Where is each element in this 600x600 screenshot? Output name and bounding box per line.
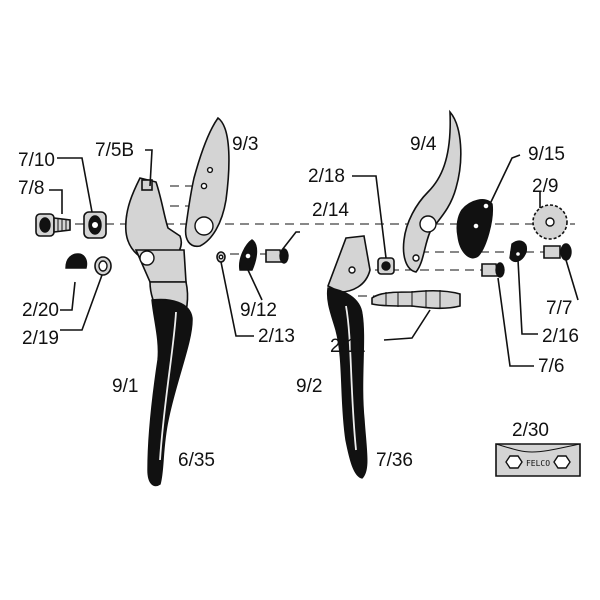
label-9-3: 9/3 (232, 134, 258, 155)
label-7-36: 7/36 (376, 450, 413, 471)
label-9-4: 9/4 (410, 134, 437, 155)
screw-2-14 (265, 248, 289, 264)
label-7-5b: 7/5B (95, 140, 134, 161)
part-labels: 7/10 7/8 7/5B 9/3 2/14 2/18 9/4 9/15 2/9… (18, 134, 579, 471)
tool-brand-mark: FELCO (526, 459, 550, 468)
cap-2-20 (65, 253, 88, 269)
wrench-2-30 (495, 443, 581, 477)
right-handle-9-2 (326, 235, 371, 479)
label-2-18: 2/18 (308, 166, 345, 187)
label-9-2: 9/2 (296, 376, 322, 397)
label-9-1: 9/1 (112, 376, 138, 397)
leader-lines (49, 149, 579, 367)
label-2-9: 2/9 (532, 176, 558, 197)
nut-2-18 (377, 257, 395, 275)
pivot-bolt-7-10 (83, 211, 107, 239)
catch-2-16 (509, 240, 527, 263)
washer-2-19 (94, 256, 112, 276)
label-2-20: 2/20 (22, 300, 59, 321)
screw-7-6 (481, 262, 505, 278)
spring-2-11 (371, 289, 461, 310)
label-7-6: 7/6 (538, 356, 564, 377)
label-9-15: 9/15 (528, 144, 565, 165)
label-2-30: 2/30 (512, 420, 549, 441)
plate-9-15 (456, 199, 494, 259)
screw-7-7 (543, 243, 572, 261)
pivot-nut-7-8 (35, 213, 71, 237)
label-2-14: 2/14 (312, 200, 349, 221)
latch-9-12 (238, 239, 258, 271)
washer-2-13 (216, 251, 226, 263)
label-7-10: 7/10 (18, 150, 55, 171)
label-9-12: 9/12 (240, 300, 277, 321)
label-2-16: 2/16 (542, 326, 579, 347)
label-7-7: 7/7 (546, 298, 572, 319)
part-7-5b-lug (141, 179, 153, 191)
label-2-11: 2/11 (330, 336, 366, 357)
label-6-35: 6/35 (178, 450, 215, 471)
label-7-8: 7/8 (18, 178, 44, 199)
adjusting-gear-2-9 (532, 204, 568, 240)
left-handle-9-1 (124, 177, 193, 487)
label-2-19: 2/19 (22, 328, 59, 349)
label-2-13: 2/13 (258, 326, 295, 347)
lower-blade-9-3 (184, 116, 230, 248)
upper-blade-9-4 (402, 109, 462, 273)
